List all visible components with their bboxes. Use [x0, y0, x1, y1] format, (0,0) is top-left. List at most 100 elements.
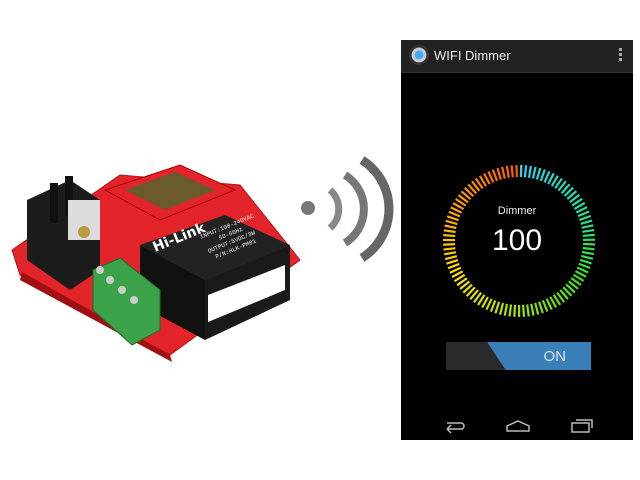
gauge-tick [580, 219, 593, 225]
gauge-tick [483, 173, 491, 185]
gauge-tick [460, 190, 472, 201]
wifi-dimmer-board-photo: Hi-Link INPUT:100-240VAC 50-60Hz OUTPUT:… [11, 156, 394, 362]
gauge-tick [478, 175, 487, 187]
gauge-tick [451, 270, 464, 278]
gauge-tick [550, 175, 559, 187]
esp-wifi-module [103, 164, 237, 221]
gauge-tick [522, 304, 526, 317]
gauge-tick [582, 228, 595, 233]
gauge-tick [443, 251, 457, 256]
gauge-tick [582, 242, 595, 246]
gauge-tick [579, 214, 592, 222]
gauge-tick [510, 165, 514, 178]
gauge-tick [523, 165, 528, 178]
gauge-tick [563, 186, 574, 197]
gauge-tick [581, 224, 594, 229]
gauge-tick [467, 183, 478, 195]
gauge-tick [449, 266, 462, 274]
gauge-tick [477, 294, 486, 306]
gauge-tick [578, 262, 591, 270]
gauge-tick [443, 229, 456, 234]
gauge-tick [452, 202, 465, 211]
gauge-tick [535, 167, 542, 180]
gauge-tick [446, 215, 459, 222]
gauge-tick [579, 258, 592, 265]
gauge-tick [574, 270, 587, 278]
bulb-app-icon [409, 45, 429, 65]
toggle-on-segment [487, 342, 591, 370]
gauge-tick [459, 280, 471, 290]
gauge-tick [545, 298, 553, 311]
gauge-tick [489, 300, 497, 313]
app-bar: WIFI Dimmer [401, 40, 633, 73]
gauge-tick [444, 255, 458, 261]
dimmer-gauge[interactable] [401, 40, 633, 340]
gauge-tick [549, 296, 558, 308]
gauge-tick [527, 165, 532, 178]
home-icon[interactable] [505, 416, 531, 434]
nav-bar [401, 412, 633, 440]
gauge-tick [538, 301, 544, 314]
gauge-tick [487, 170, 495, 183]
gauge-tick [444, 224, 457, 230]
terminal-block [92, 257, 161, 346]
gauge-tick [562, 286, 573, 297]
gauge-tick [481, 296, 489, 309]
gauge-tick [447, 262, 460, 270]
gauge-tick [577, 210, 590, 218]
gauge-tick [543, 170, 551, 183]
gauge-tick [560, 183, 571, 194]
gauge-tick [457, 194, 469, 204]
gauge-tick [473, 291, 483, 303]
gauge-tick [557, 180, 567, 192]
gauge-tick [530, 303, 535, 316]
gauge-tick [443, 247, 456, 251]
gauge-tick [463, 186, 475, 197]
gauge-tick [573, 201, 586, 210]
gauge-tick [571, 197, 583, 207]
gauge-tick [541, 299, 549, 312]
gauge-tick [448, 210, 461, 218]
gauge-tick [531, 166, 537, 179]
gauge-tick [455, 198, 467, 207]
overflow-menu-icon[interactable] [619, 48, 623, 64]
gauge-tick [456, 277, 468, 287]
gauge-tick [503, 303, 509, 316]
power-toggle[interactable]: ON [446, 342, 591, 370]
gauge-tick [491, 169, 499, 182]
gauge-tick [494, 301, 501, 314]
gauge-tick [568, 280, 579, 290]
gauge-tick [508, 304, 513, 317]
gauge-tick [445, 219, 458, 226]
gauge-tick [501, 166, 506, 179]
phone-screen: WIFI Dimmer Dimmer 100 ON [401, 40, 633, 440]
gauge-tick [581, 250, 595, 256]
gauge-tick [576, 266, 589, 274]
gauge-tick [505, 165, 510, 178]
recents-icon[interactable] [569, 416, 595, 434]
gauge-value: 100 [491, 224, 543, 257]
gauge-tick [471, 180, 481, 192]
back-icon[interactable] [441, 416, 467, 434]
wifi-signal-icon [301, 156, 394, 262]
gauge-tick [556, 291, 566, 303]
gauge-tick [443, 234, 456, 238]
toggle-label: ON [543, 348, 567, 365]
gauge-tick [496, 167, 502, 180]
gauge-tick [565, 283, 576, 294]
gauge-label: Dimmer [497, 205, 537, 217]
gauge-tick [443, 243, 456, 246]
gauge-tick [465, 286, 476, 297]
gauge-tick [559, 289, 569, 300]
gauge-tick [446, 259, 459, 265]
heatsink [27, 176, 100, 290]
gauge-tick [485, 298, 493, 311]
gauge-tick [580, 254, 594, 260]
gauge-tick [462, 283, 473, 294]
gauge-tick [552, 294, 562, 306]
gauge-tick [539, 169, 546, 182]
gauge-tick [513, 304, 517, 317]
gauge-tick [582, 233, 595, 237]
gauge-tick [534, 302, 540, 315]
gauge-tick [547, 172, 555, 185]
